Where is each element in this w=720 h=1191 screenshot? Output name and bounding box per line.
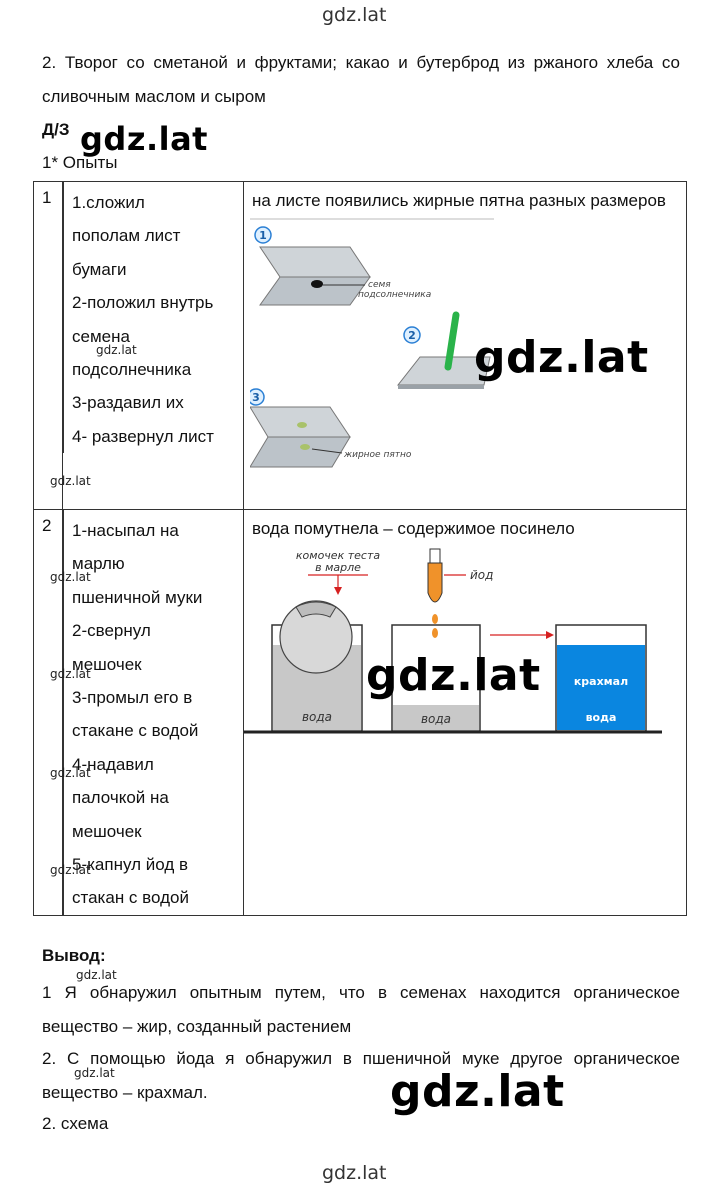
- step-line: пополам лист: [72, 226, 181, 246]
- steps-cell: 1-насыпал на марлю пшеничной муки 2-свер…: [62, 509, 244, 916]
- gauze-knot-icon: [295, 601, 337, 618]
- step-badge-label: 1: [259, 229, 267, 242]
- step-line: 4-надавил: [72, 754, 154, 774]
- seed-label: подсолнечника: [358, 290, 431, 300]
- water-label: вода: [586, 711, 617, 724]
- iodine-drop-icon: [432, 628, 438, 638]
- step-badge-label: 3: [252, 391, 260, 404]
- seed-experiment-figure: 1 семя подсолнечника 2 3: [250, 218, 494, 468]
- watermark-medium: gdz.lat: [80, 120, 208, 158]
- paper-bottom: [259, 276, 371, 306]
- row-number: 2: [42, 516, 52, 535]
- conclusion-title: Вывод:: [42, 946, 106, 965]
- watermark-big: gdz.lat: [390, 1066, 565, 1117]
- step-line: подсолнечника: [72, 360, 192, 380]
- seed-icon: [311, 280, 323, 288]
- step-line: 3-промыл его в: [72, 688, 193, 708]
- row-number: 1: [42, 188, 52, 207]
- step-line: семена: [72, 326, 130, 346]
- step-line: 4- развернул лист: [72, 426, 214, 446]
- step-line: 2-свернул: [72, 621, 151, 641]
- paper-top: [259, 246, 371, 278]
- watermark-small: gdz.lat: [50, 766, 91, 780]
- step-line: мешочек: [72, 654, 142, 674]
- dough-label: в марле: [315, 561, 361, 574]
- watermark-small: gdz.lat: [74, 1066, 115, 1080]
- step-line: 2-положил внутрь: [72, 293, 214, 313]
- paper-edge: [398, 385, 484, 389]
- pipette-bulb: [429, 548, 441, 564]
- dough-label: комочек теста: [296, 549, 380, 562]
- water-label: вода: [302, 710, 332, 724]
- blue-solution: [557, 645, 645, 730]
- iodine-drop-icon: [432, 614, 438, 624]
- step-badge-2: [403, 326, 421, 344]
- step-line: бумаги: [72, 259, 127, 279]
- watermark-bottom: gdz.lat: [322, 1162, 387, 1184]
- step-line: мешочек: [72, 821, 142, 841]
- watermark-top: gdz.lat: [322, 4, 387, 26]
- paper-bottom: [250, 436, 351, 468]
- step-line: 5-капнул йод в: [72, 855, 188, 875]
- step-badge-label: 2: [408, 329, 416, 342]
- row-number-cell: 1: [33, 181, 63, 510]
- watermark-small: gdz.lat: [76, 968, 117, 982]
- watermark-small: gdz.lat: [50, 474, 91, 488]
- water: [393, 705, 479, 730]
- arrow-right-icon: [546, 631, 554, 639]
- step-line: 1.сложил: [72, 193, 145, 212]
- conclusion-item-2: 2. С помощью йода я обнаружил в пшенично…: [42, 1049, 680, 1102]
- result-text: вода помутнела – содержимое посинело: [252, 519, 575, 538]
- table-row: 2 1-насыпал на марлю пшеничной муки 2-св…: [33, 509, 687, 916]
- dough-bag-icon: [279, 600, 353, 674]
- step-line: пшеничной муки: [72, 587, 203, 607]
- seed-label: семя: [368, 280, 391, 290]
- watermark-small: gdz.lat: [50, 863, 91, 877]
- step-line: палочкой на: [72, 788, 169, 808]
- steps-list: 1.сложил пополам лист бумаги 2-положил в…: [63, 182, 243, 454]
- step-badge-1: [254, 226, 272, 244]
- starch-experiment-figure: комочек теста в марле вода вода: [244, 548, 662, 734]
- arrow-down-icon: [334, 587, 342, 595]
- step-line: стакан с водой: [72, 888, 189, 908]
- experiments-label: 1* Опыты: [42, 153, 118, 172]
- result-text: на листе появились жирные пятна разных р…: [252, 191, 666, 210]
- pipette-icon: [427, 562, 443, 603]
- conclusion-item-1: 1 Я обнаружил опытным путем, что в семен…: [42, 983, 680, 1036]
- step-line: марлю: [72, 554, 125, 574]
- step-badge-3: [250, 388, 265, 406]
- spot-label: жирное пятно: [343, 450, 412, 460]
- step-line: 3-раздавил их: [72, 393, 184, 413]
- pencil-icon: [444, 311, 460, 371]
- result-cell: на листе появились жирные пятна разных р…: [243, 181, 687, 510]
- watermark-small: gdz.lat: [50, 570, 91, 584]
- task2-label: 2. схема: [42, 1114, 109, 1133]
- step-line: 1-насыпал на: [72, 521, 179, 540]
- steps-cell: 1.сложил пополам лист бумаги 2-положил в…: [62, 181, 244, 510]
- oil-spot-icon: [297, 422, 307, 428]
- starch-label: крахмал: [574, 675, 628, 688]
- iodine-label: йод: [470, 568, 493, 582]
- table-row: 1 1.сложил пополам лист бумаги 2-положил…: [33, 181, 687, 510]
- step-line: стакане с водой: [72, 721, 199, 741]
- water-label: вода: [421, 712, 451, 726]
- intro-paragraph: 2. Творог со сметаной и фруктами; какао …: [42, 53, 680, 106]
- watermark-big: gdz.lat: [366, 650, 541, 701]
- watermark-small: gdz.lat: [50, 667, 91, 681]
- experiments-table: 1 1.сложил пополам лист бумаги 2-положил…: [33, 181, 687, 916]
- oil-spot-icon: [300, 444, 310, 450]
- watermark-small: gdz.lat: [96, 343, 137, 357]
- paper-top: [250, 406, 351, 438]
- watermark-big: gdz.lat: [474, 332, 649, 383]
- result-cell: вода помутнела – содержимое посинело ком…: [243, 509, 687, 916]
- homework-label: Д/З: [42, 120, 70, 139]
- steps-list: 1-насыпал на марлю пшеничной муки 2-свер…: [63, 510, 243, 915]
